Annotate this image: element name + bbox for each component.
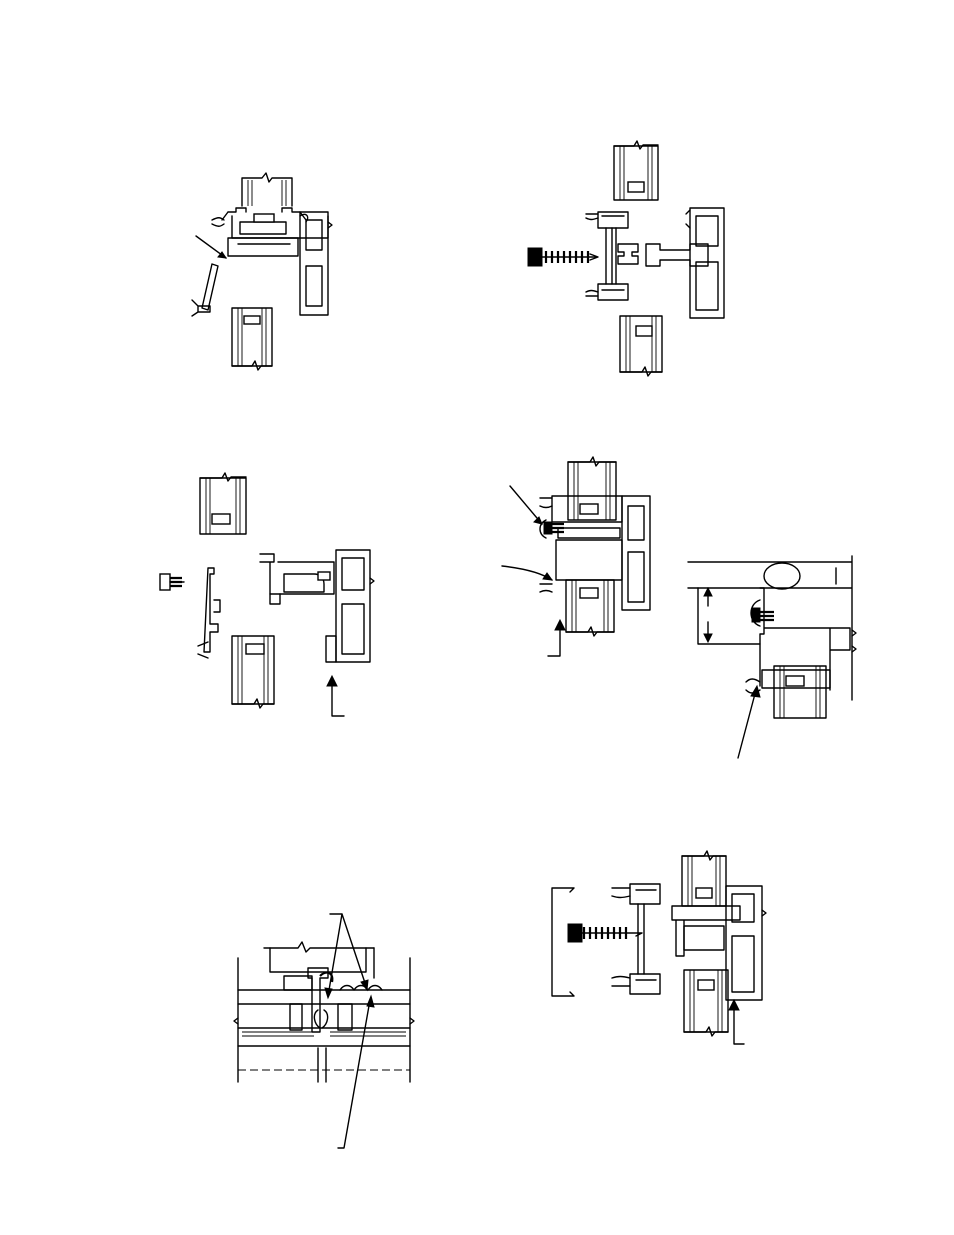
glass-lite-lower	[684, 970, 728, 1036]
installed-mullion	[672, 886, 766, 1000]
hex-screw	[568, 924, 642, 942]
leader-arrowhead	[729, 1000, 739, 1010]
glass-lite-upper	[682, 851, 726, 906]
